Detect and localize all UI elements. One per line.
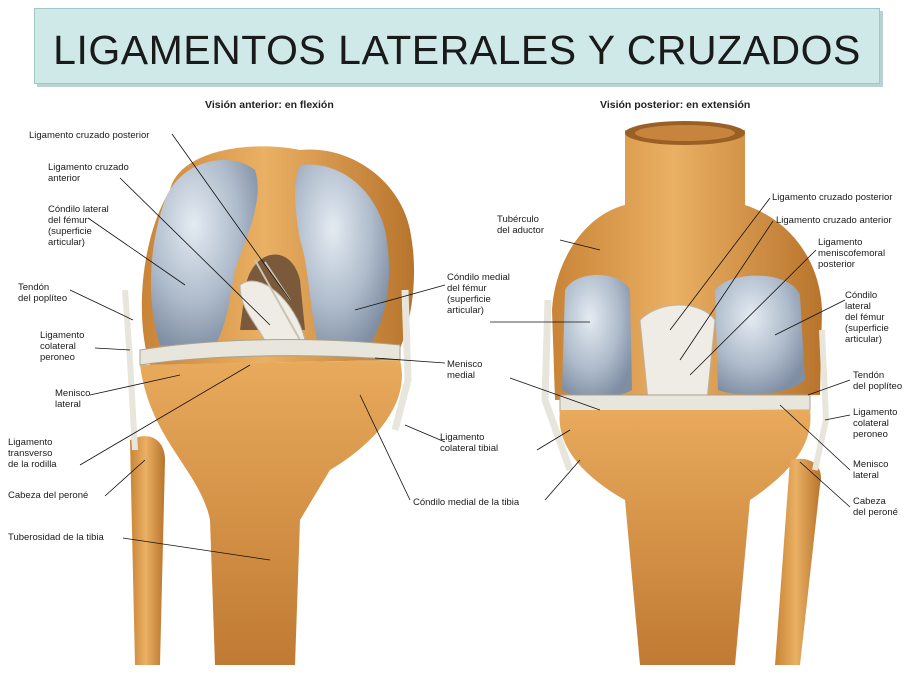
label-ant-lig-transverso: Ligamento transverso de la rodilla xyxy=(8,437,57,470)
label-ant-cabeza-perone: Cabeza del peroné xyxy=(8,490,88,501)
label-ant-condilo-medial-tibia: Cóndilo medial de la tibia xyxy=(413,497,519,508)
label-ant-tuberosidad-tibia: Tuberosidad de la tibia xyxy=(8,532,104,543)
tibia-anterior xyxy=(140,360,402,665)
label-ant-condilo-medial: Cóndilo medial del fémur (superficie art… xyxy=(447,272,510,316)
anterior-knee xyxy=(125,146,414,665)
posterior-right-condyle xyxy=(715,276,805,395)
label-ant-lig-cruzado-ant: Ligamento cruzado anterior xyxy=(48,162,129,184)
label-post-tendon-popliteo: Tendón del poplíteo xyxy=(853,370,902,392)
label-post-lig-colateral-peroneo: Ligamento colateral peroneo xyxy=(853,407,897,440)
collateral-ligament-lateral xyxy=(125,290,135,450)
label-ant-lig-cruzado-post: Ligamento cruzado posterior xyxy=(29,130,149,141)
fibula-anterior xyxy=(130,436,165,665)
label-post-cabeza-perone: Cabeza del peroné xyxy=(853,496,898,518)
label-ant-condilo-lateral: Cóndilo lateral del fémur (superficie ar… xyxy=(48,204,109,248)
label-ant-lig-colateral-tibial: Ligamento colateral tibial xyxy=(440,432,498,454)
tibia-posterior xyxy=(560,410,811,665)
label-post-lig-cruzado-post: Ligamento cruzado posterior xyxy=(772,192,892,203)
label-ant-tendon-popliteo: Tendón del poplíteo xyxy=(18,282,67,304)
posterior-left-condyle xyxy=(562,275,632,398)
label-post-tuberculo-aductor: Tubérculo del aductor xyxy=(497,214,544,236)
label-ant-lig-colateral-peroneo: Ligamento colateral peroneo xyxy=(40,330,84,363)
label-post-condilo-lateral: Cóndilo lateral del fémur (superficie ar… xyxy=(845,290,889,345)
femur-marrow xyxy=(635,125,735,141)
label-post-lig-meniscofemoral: Ligamento meniscofemoral posterior xyxy=(818,237,885,270)
fibula-posterior xyxy=(775,459,821,665)
label-ant-menisco-medial: Menisco medial xyxy=(447,359,482,381)
label-ant-menisco-lateral: Menisco lateral xyxy=(55,388,90,410)
label-post-lig-cruzado-ant: Ligamento cruzado anterior xyxy=(776,215,892,226)
label-post-menisco-lateral: Menisco lateral xyxy=(853,459,888,481)
